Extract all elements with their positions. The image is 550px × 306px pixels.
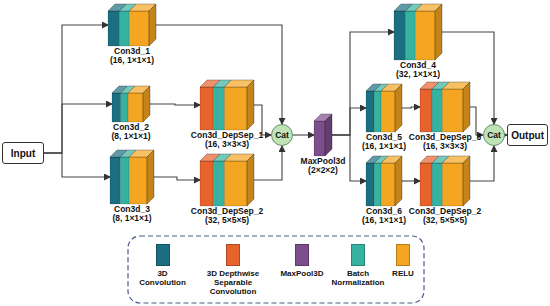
layer-block: Con3d_5(16, 1×1×1) [366,84,402,132]
io-box: Output [507,124,548,146]
layer-stack [366,156,402,206]
legend-swatch [156,244,170,266]
block-label: Con3d_1(16, 1×1×1) [110,46,154,66]
flow-arrow [470,107,483,135]
block-name: Con3d_4 [396,61,440,70]
legend-text: 3D Convolution [135,269,190,287]
block-label: Con3d_5(16, 1×1×1) [362,132,406,152]
layer-block: MaxPool3d(2×2×2) [314,114,332,156]
block-name: Con3d_1 [110,47,154,56]
flow-arrow [254,146,282,180]
node-text: Cat [275,130,289,140]
block-label: Con3d_3(8, 1×1×1) [112,204,151,224]
block-params: (2×2×2) [301,166,346,175]
layer-stack [366,84,402,132]
layer-block: Con3d_DepSep_3(16, 3×3×3) [420,82,470,132]
block-params: (32, 5×5×5) [409,216,481,225]
block-params: (16, 1×1×1) [110,56,154,65]
layer-stack [394,4,442,60]
node-text: Cat [487,130,501,140]
block-name: Con3d_3 [112,205,151,214]
block-name: Con3d_DepSep_1 [191,131,263,140]
flow-arrow [150,104,200,105]
block-params: (8, 1×1×1) [112,214,151,223]
legend-text: MaxPool3D [276,269,328,278]
block-name: Con3d_5 [362,133,406,142]
block-params: (32, 1×1×1) [396,70,440,79]
flow-arrow [332,32,394,135]
layer-stack [420,156,470,206]
block-label: Con3d_DepSep_2(32, 5×5×5) [191,206,263,226]
flow-arrow [332,108,366,135]
block-name: Con3d_6 [362,207,406,216]
block-label: Con3d_DepSep_1(16, 3×3×3) [191,130,263,150]
legend-swatch [295,244,309,266]
flow-arrow [44,25,108,153]
block-label: Con3d_DepSep_2(32, 5×5×5) [409,206,481,226]
layer-stack [314,114,332,156]
layer-stack [108,4,156,46]
flow-arrow [44,153,110,177]
layer-block: Con3d_2(8, 1×1×1) [112,86,150,122]
legend-text: RELU [388,269,418,278]
block-label: Con3d_DepSep_3(16, 3×3×3) [409,132,481,152]
flow-arrow [402,180,420,181]
block-params: (16, 1×1×1) [362,142,406,151]
block-params: (32, 5×5×5) [191,216,263,225]
layer-stack [110,150,154,204]
block-label: Con3d_4(32, 1×1×1) [396,60,440,80]
flow-arrow [44,104,112,153]
legend-swatch [351,244,365,266]
block-params: (16, 3×3×3) [191,140,263,149]
legend-swatch [226,244,240,266]
flow-arrow [154,177,200,180]
flow-arrow [293,134,314,135]
block-params: (16, 1×1×1) [362,216,406,225]
flow-arrow [402,107,420,108]
block-name: Con3d_2 [111,123,150,132]
node-text: Output [511,130,544,141]
io-box: Input [2,142,44,164]
layer-block: Con3d_DepSep_2(32, 5×5×5) [200,154,254,206]
legend-swatch [396,244,410,266]
block-name: MaxPool3d [301,157,346,166]
block-name: Con3d_DepSep_2 [191,207,263,216]
block-params: (16, 3×3×3) [409,142,481,151]
layer-block: Con3d_6(16, 1×1×1) [366,156,402,206]
block-name: Con3d_DepSep_3 [409,133,481,142]
legend-text: 3D Depthwise Separable Convolution [192,269,274,297]
layer-stack [200,154,254,206]
block-label: Con3d_6(16, 1×1×1) [362,206,406,226]
concat-circle: Cat [271,124,293,146]
layer-block: Con3d_4(32, 1×1×1) [394,4,442,60]
legend-border [128,236,424,303]
layer-stack [112,86,150,122]
layer-block: Con3d_DepSep_1(16, 3×3×3) [200,80,254,130]
block-params: (8, 1×1×1) [111,132,150,141]
layer-block: Con3d_3(8, 1×1×1) [110,150,154,204]
layer-stack [420,82,470,132]
block-name: Con3d_DepSep_2 [409,207,481,216]
concat-circle: Cat [483,124,505,146]
node-text: Input [11,148,35,159]
flow-arrow [470,146,494,181]
block-label: MaxPool3d(2×2×2) [301,156,346,176]
layer-block: Con3d_DepSep_2(32, 5×5×5) [420,156,470,206]
layer-block: Con3d_1(16, 1×1×1) [108,4,156,46]
block-label: Con3d_2(8, 1×1×1) [111,122,150,142]
legend-text: Batch Normalization [330,269,386,287]
layer-stack [200,80,254,130]
